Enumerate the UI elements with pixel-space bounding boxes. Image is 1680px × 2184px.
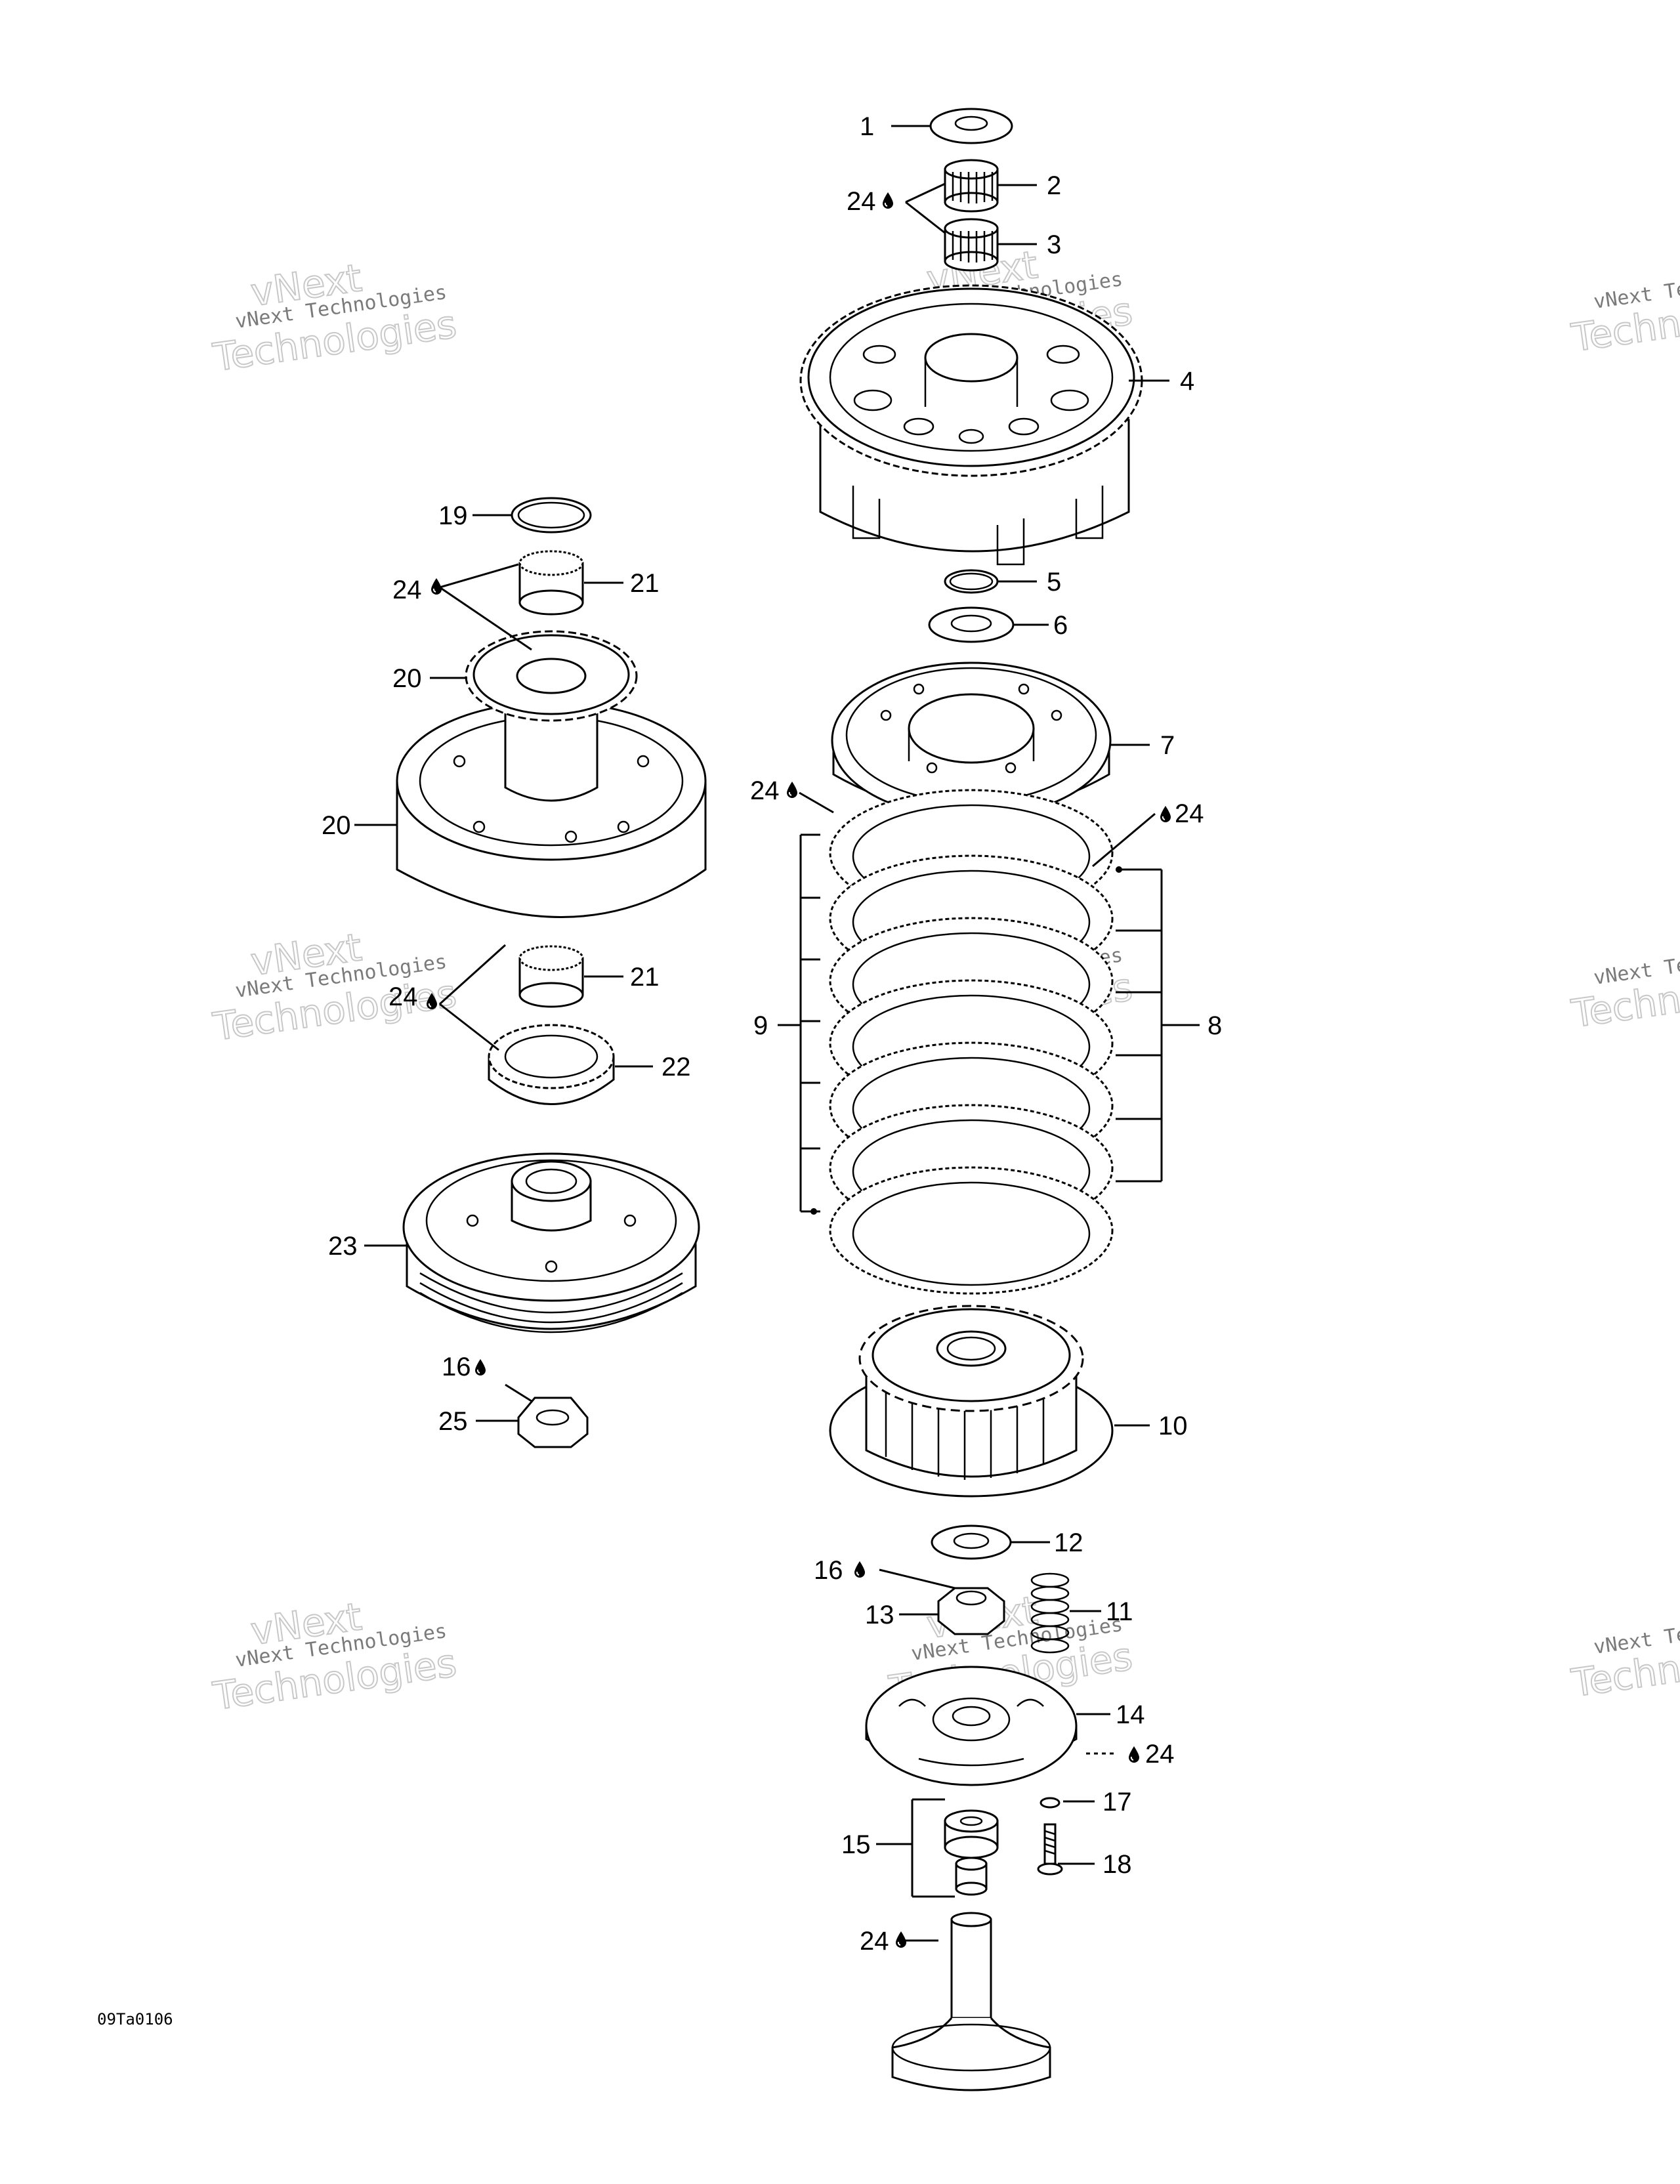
oil-drop-icon bbox=[430, 578, 442, 595]
part-14-lifter-plate bbox=[865, 1666, 1078, 1786]
part-2-needle-bearing bbox=[944, 159, 999, 213]
part-pushrod-piston bbox=[891, 1912, 1051, 2091]
part-21-bushing-lower bbox=[518, 945, 584, 1008]
callout-24-plate-left: 24 bbox=[750, 776, 780, 805]
callout-labels: 1 2 3 24 4 5 6 7 24 24 8 9 10 12 16 11 1… bbox=[322, 112, 1222, 1956]
part-23-clutch-drum bbox=[402, 1152, 700, 1334]
oil-drop-icon bbox=[1160, 805, 1171, 823]
oil-drop-icon bbox=[854, 1561, 866, 1578]
callout-21-lower: 21 bbox=[630, 963, 660, 992]
part-4-clutch-housing-gear bbox=[799, 284, 1143, 566]
part-15-bearing-assembly bbox=[944, 1809, 999, 1896]
callout-23: 23 bbox=[328, 1232, 358, 1261]
part-13-nut bbox=[937, 1587, 1005, 1635]
callout-17: 17 bbox=[1102, 1788, 1132, 1816]
watermark: vNext Technologies Technologies vNext bbox=[209, 255, 459, 381]
callout-13: 13 bbox=[865, 1601, 894, 1629]
callout-24-plate-right: 24 bbox=[1175, 799, 1204, 828]
part-20-primary-drive-housing bbox=[396, 630, 707, 918]
callout-1: 1 bbox=[860, 112, 874, 141]
watermark: vNext Technologies Technologies vNext bbox=[209, 924, 459, 1050]
callout-16-left: 16 bbox=[442, 1353, 471, 1381]
callout-7: 7 bbox=[1160, 731, 1175, 760]
callout-19: 19 bbox=[438, 501, 468, 530]
callout-5: 5 bbox=[1047, 568, 1061, 597]
part-8-9-clutch-disc-stack bbox=[829, 789, 1114, 1295]
oil-drop-icon bbox=[895, 1931, 907, 1948]
part-21-bushing-upper bbox=[518, 550, 584, 616]
callout-21-upper: 21 bbox=[630, 569, 660, 598]
callout-14: 14 bbox=[1116, 1700, 1145, 1729]
callout-8: 8 bbox=[1208, 1011, 1222, 1040]
leader-lines bbox=[354, 125, 1200, 1942]
part-10-clutch-hub bbox=[829, 1305, 1114, 1498]
part-11-spring bbox=[1030, 1572, 1070, 1654]
callout-20-housing: 20 bbox=[322, 811, 351, 840]
part-3-needle-bearing bbox=[944, 218, 999, 272]
callout-25: 25 bbox=[438, 1407, 468, 1436]
callout-15: 15 bbox=[841, 1830, 871, 1859]
watermark: vNext Technologies Technologies bbox=[1568, 261, 1680, 361]
callout-16-right: 16 bbox=[814, 1556, 843, 1585]
callout-9: 9 bbox=[753, 1011, 768, 1040]
callout-3: 3 bbox=[1047, 230, 1061, 259]
part-22-sprag-clutch bbox=[488, 1024, 615, 1105]
part-5-o-ring bbox=[944, 569, 999, 594]
watermark: vNext Technologies Technologies bbox=[1568, 1606, 1680, 1706]
part-12-washer bbox=[931, 1524, 1012, 1560]
watermark: vNext Technologies Technologies bbox=[1568, 937, 1680, 1037]
callout-4: 4 bbox=[1180, 367, 1194, 396]
oil-drop-icon bbox=[1128, 1746, 1140, 1763]
part-1-washer bbox=[929, 108, 1013, 144]
callout-22: 22 bbox=[662, 1053, 691, 1082]
callout-18: 18 bbox=[1102, 1850, 1132, 1879]
callout-11: 11 bbox=[1106, 1597, 1133, 1626]
oil-drop-icon bbox=[474, 1358, 486, 1376]
callout-24-left-upper: 24 bbox=[392, 576, 422, 604]
oil-drop-icon bbox=[882, 192, 894, 209]
callout-24-top: 24 bbox=[847, 187, 876, 216]
part-19-o-ring bbox=[511, 497, 592, 534]
part-25-nut bbox=[517, 1396, 589, 1448]
callout-24-left-lower: 24 bbox=[388, 982, 418, 1011]
callout-20-gear: 20 bbox=[392, 664, 422, 693]
callout-24-pushrod: 24 bbox=[860, 1927, 889, 1956]
part-7-pressure-plate bbox=[831, 662, 1112, 819]
part-17-lock-washer bbox=[1040, 1797, 1060, 1809]
callout-6: 6 bbox=[1053, 611, 1068, 640]
oil-drop-icon bbox=[786, 781, 798, 799]
watermark: vNext Technologies Technologies vNext bbox=[209, 1593, 459, 1719]
drawing-code: 09Ta0106 bbox=[97, 2010, 173, 2028]
callout-2: 2 bbox=[1047, 171, 1061, 200]
callout-12: 12 bbox=[1054, 1528, 1083, 1557]
callout-10: 10 bbox=[1158, 1412, 1188, 1440]
part-18-screw bbox=[1037, 1823, 1063, 1876]
part-6-thrust-washer bbox=[928, 606, 1015, 643]
callout-24-lifter: 24 bbox=[1145, 1740, 1175, 1769]
